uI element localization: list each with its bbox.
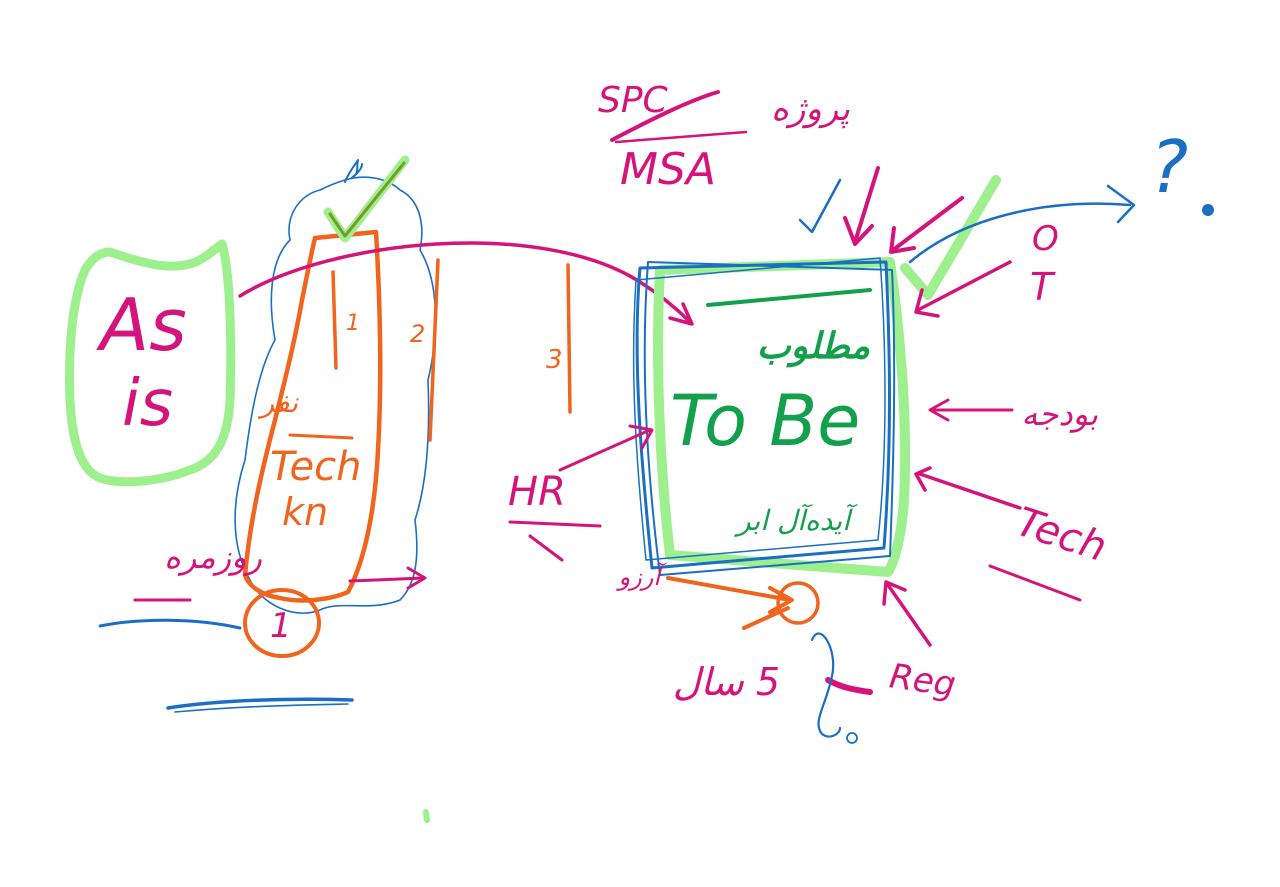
blue-underline-2 [166,697,354,710]
question-mark-icon: ? [1150,125,1188,209]
reg-label: Reg [887,656,958,705]
tech-label-right: Tech [1011,499,1112,571]
to-be-blue-frame-2 [643,261,896,576]
to-be-blue-frame-3 [632,257,886,561]
arrow-top-1 [843,166,880,246]
pillar-circle-number: 1 [270,606,292,646]
transition-arrow [238,241,694,326]
pillar-kn-label: kn [282,490,328,534]
hr-label: HR [508,469,566,515]
roozmarreh-label: روزمره [164,538,262,576]
arzoo-label: آرزو [616,562,668,591]
arrow-ot [914,260,1012,318]
arrow-tech [914,466,1022,510]
pillar-column-number-1: 1 [346,311,360,336]
arrow-top-blue-check [798,178,842,234]
pillar-scribble-icon [344,159,363,183]
pillar-blue-cloud [234,176,437,614]
hr-underline [508,520,602,528]
hr-flourish [528,534,564,562]
to-be-top-line [706,288,872,307]
arrow-hr [558,424,654,472]
question-connector [908,184,1136,264]
as-is-label-as: As [96,283,187,367]
orange-circle-small [776,581,820,625]
pillar-column-line-1 [331,270,338,370]
pillar-small-arrow [348,566,427,590]
to-be-green-frame [653,257,911,577]
pillar-column-line-3 [566,263,572,414]
spc-label: SPC [598,80,669,121]
to-be-title: To Be [670,380,860,462]
budget-label: بودجه [1021,395,1098,433]
reg-mark [825,677,873,695]
pillar-check-inner-icon [328,161,406,238]
question-dot [1202,204,1214,216]
pillar-tech-label: Tech [270,444,361,490]
blue-small-zero [846,732,858,744]
arrow-top-2 [889,196,964,254]
tech-underline [988,564,1082,602]
to-be-box: مطلوب To Be آیده‌آل ابر [632,175,1001,577]
msa-label: MSA [620,144,716,195]
blue-underline-2b [174,703,349,713]
ot-label-top: O [1032,219,1059,259]
ot-label-bottom: T [1030,265,1056,309]
to-be-farsi-top: مطلوب [757,326,871,368]
blue-underline-1 [98,618,242,630]
pillar-farsi-label: نفر [258,386,300,419]
to-be-farsi-bottom: آیده‌آل ابر [734,503,858,537]
pillar-column-number-2: 2 [410,320,425,348]
pillar-column-line-2 [428,258,440,442]
arrow-reg [882,580,932,647]
to-be-check-icon [900,175,1001,300]
as-is-label-is: is [122,367,173,441]
top-farsi-label: پروژه [771,89,850,129]
as-is-outline [65,239,236,487]
five-years-label: 5 سال [673,660,780,704]
spc-strike [610,90,720,142]
to-be-blue-frame-1 [635,260,891,570]
arrow-budget [928,398,1014,422]
pillar-underline [288,433,354,440]
pillar-column-number-3: 3 [546,345,563,375]
as-is-shape: As is [65,239,236,487]
pillar-circle-badge [243,588,321,658]
blue-hook [810,632,842,738]
msa-line [614,130,748,144]
pillar-orange-body [242,229,383,603]
pillar-group: 1 2 3 نفر Tech kn 1 [234,155,572,658]
green-dot [423,809,430,823]
orange-arrow [666,576,794,630]
